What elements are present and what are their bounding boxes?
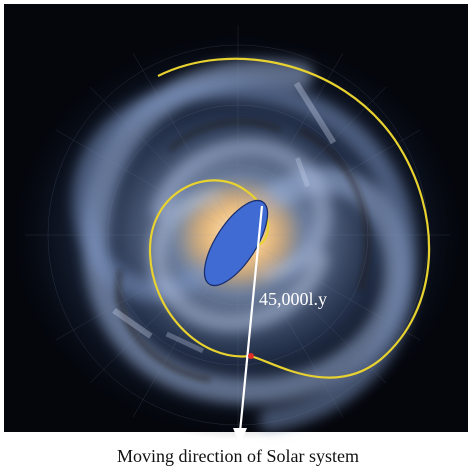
distance-arrow-head (233, 428, 247, 445)
caption-moving-direction: Moving direction of Solar system (117, 446, 359, 466)
dust-lanes (116, 119, 370, 383)
arm-label-mark-4 (165, 331, 204, 354)
arm-label-mark-2 (295, 157, 311, 188)
distance-label: 45,000l.y (259, 289, 327, 309)
solar-system-position (248, 353, 254, 359)
distance-arrow-shaft (238, 205, 264, 433)
faint-arm-labels (112, 81, 337, 354)
arm-label-mark-3 (112, 307, 153, 339)
solar-orbit-spiral (148, 57, 431, 379)
galactic-bar (203, 199, 269, 287)
arm-label-mark-1 (293, 81, 337, 145)
